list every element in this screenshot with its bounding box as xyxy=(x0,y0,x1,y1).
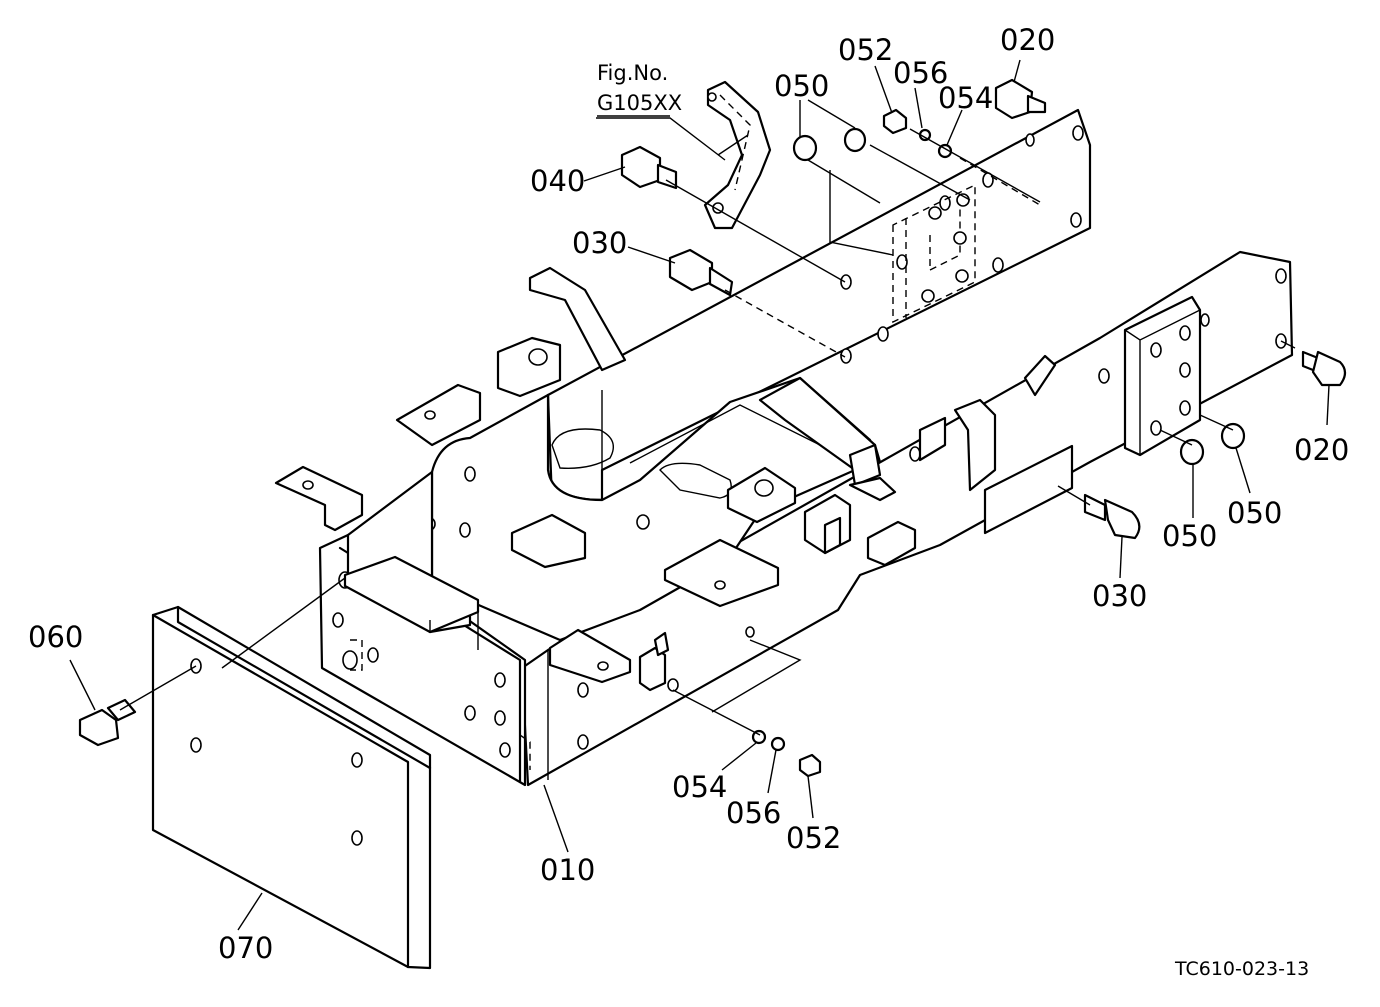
callout-050-right: 050 xyxy=(1227,496,1282,530)
callout-040: 040 xyxy=(530,164,585,198)
drawing-code: TC610-023-13 xyxy=(1174,958,1309,980)
callout-070: 070 xyxy=(218,931,273,965)
callout-030-lower: 030 xyxy=(1092,579,1147,613)
bolt-030-upper xyxy=(668,248,734,297)
callout-052-lower: 052 xyxy=(786,821,841,855)
callout-050-upper: 050 xyxy=(774,69,829,103)
bushing-050-c xyxy=(1179,438,1205,466)
bushing-050-d xyxy=(1220,422,1246,450)
bolts xyxy=(78,78,1347,778)
leader-lines xyxy=(69,59,1330,931)
callout-010: 010 xyxy=(540,853,595,887)
washer-054-lower xyxy=(751,729,767,745)
assembly-lines xyxy=(119,128,1296,736)
bolt-020-right xyxy=(1301,350,1347,387)
screw-052-lower xyxy=(798,753,822,778)
back-member-holes xyxy=(840,125,1084,364)
bolt-020-upper xyxy=(994,78,1047,120)
washer-056-lower xyxy=(770,736,786,752)
top-mounting-tabs xyxy=(274,266,897,684)
callout-labels: Fig.No. G105XX 052 056 054 020 050 040 0… xyxy=(28,23,1349,980)
callout-060: 060 xyxy=(28,620,83,654)
figure-ref-line2: G105XX xyxy=(597,91,682,115)
bushing-050-a xyxy=(792,134,818,162)
callout-052-upper: 052 xyxy=(838,33,893,67)
wire-clips xyxy=(638,354,1057,692)
screw-052-upper xyxy=(882,108,908,135)
frame-inner-panel xyxy=(430,376,872,642)
bolt-030-lower xyxy=(1083,493,1141,540)
callout-054-lower: 054 xyxy=(672,770,727,804)
frame-010 xyxy=(274,108,1294,787)
bushing-050-b xyxy=(843,127,867,153)
callout-020-right: 020 xyxy=(1294,433,1349,467)
callout-056-lower: 056 xyxy=(726,796,781,830)
bolt-040 xyxy=(620,145,678,190)
callout-054-upper: 054 xyxy=(938,81,993,115)
callout-050-lower: 050 xyxy=(1162,519,1217,553)
bracket-g105xx xyxy=(703,80,772,230)
washer-054-upper xyxy=(937,143,953,159)
callout-030-upper: 030 xyxy=(572,226,627,260)
figure-ref-line1: Fig.No. xyxy=(597,61,668,85)
callout-020-upper: 020 xyxy=(1000,23,1055,57)
weight-plate-070 xyxy=(151,605,432,970)
callout-056-upper: 056 xyxy=(893,56,948,90)
